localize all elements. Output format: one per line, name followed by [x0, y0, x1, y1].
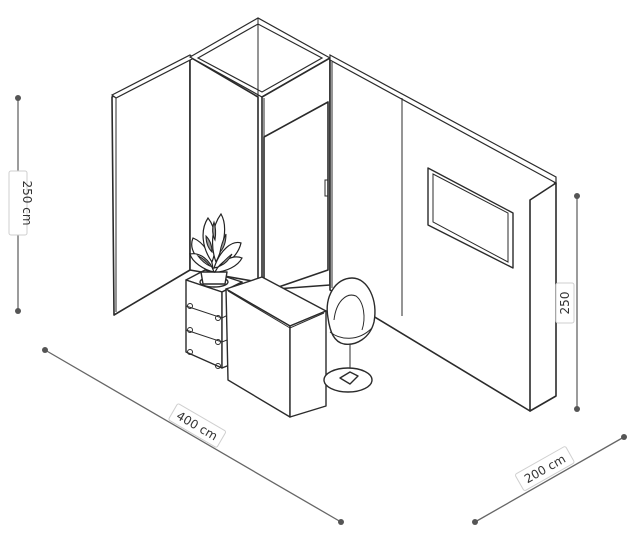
- right-end-panel: [529, 182, 557, 412]
- wall-screen: [427, 167, 514, 269]
- dimension-height-right: 250: [555, 193, 580, 412]
- right-back-wall: [329, 57, 556, 412]
- height-right-label: 250: [558, 292, 572, 315]
- reception-counter: [225, 276, 327, 418]
- wall-panels: [110, 17, 557, 412]
- dimension-height-left: 250 cm: [8, 95, 34, 314]
- egg-chair: [323, 277, 376, 393]
- height-left-label: 250 cm: [20, 180, 34, 225]
- dimension-depth: 200 cm: [472, 434, 627, 525]
- dimension-length: 400 cm: [42, 347, 344, 525]
- potted-plant: [189, 212, 243, 288]
- left-wall-outer: [111, 56, 191, 316]
